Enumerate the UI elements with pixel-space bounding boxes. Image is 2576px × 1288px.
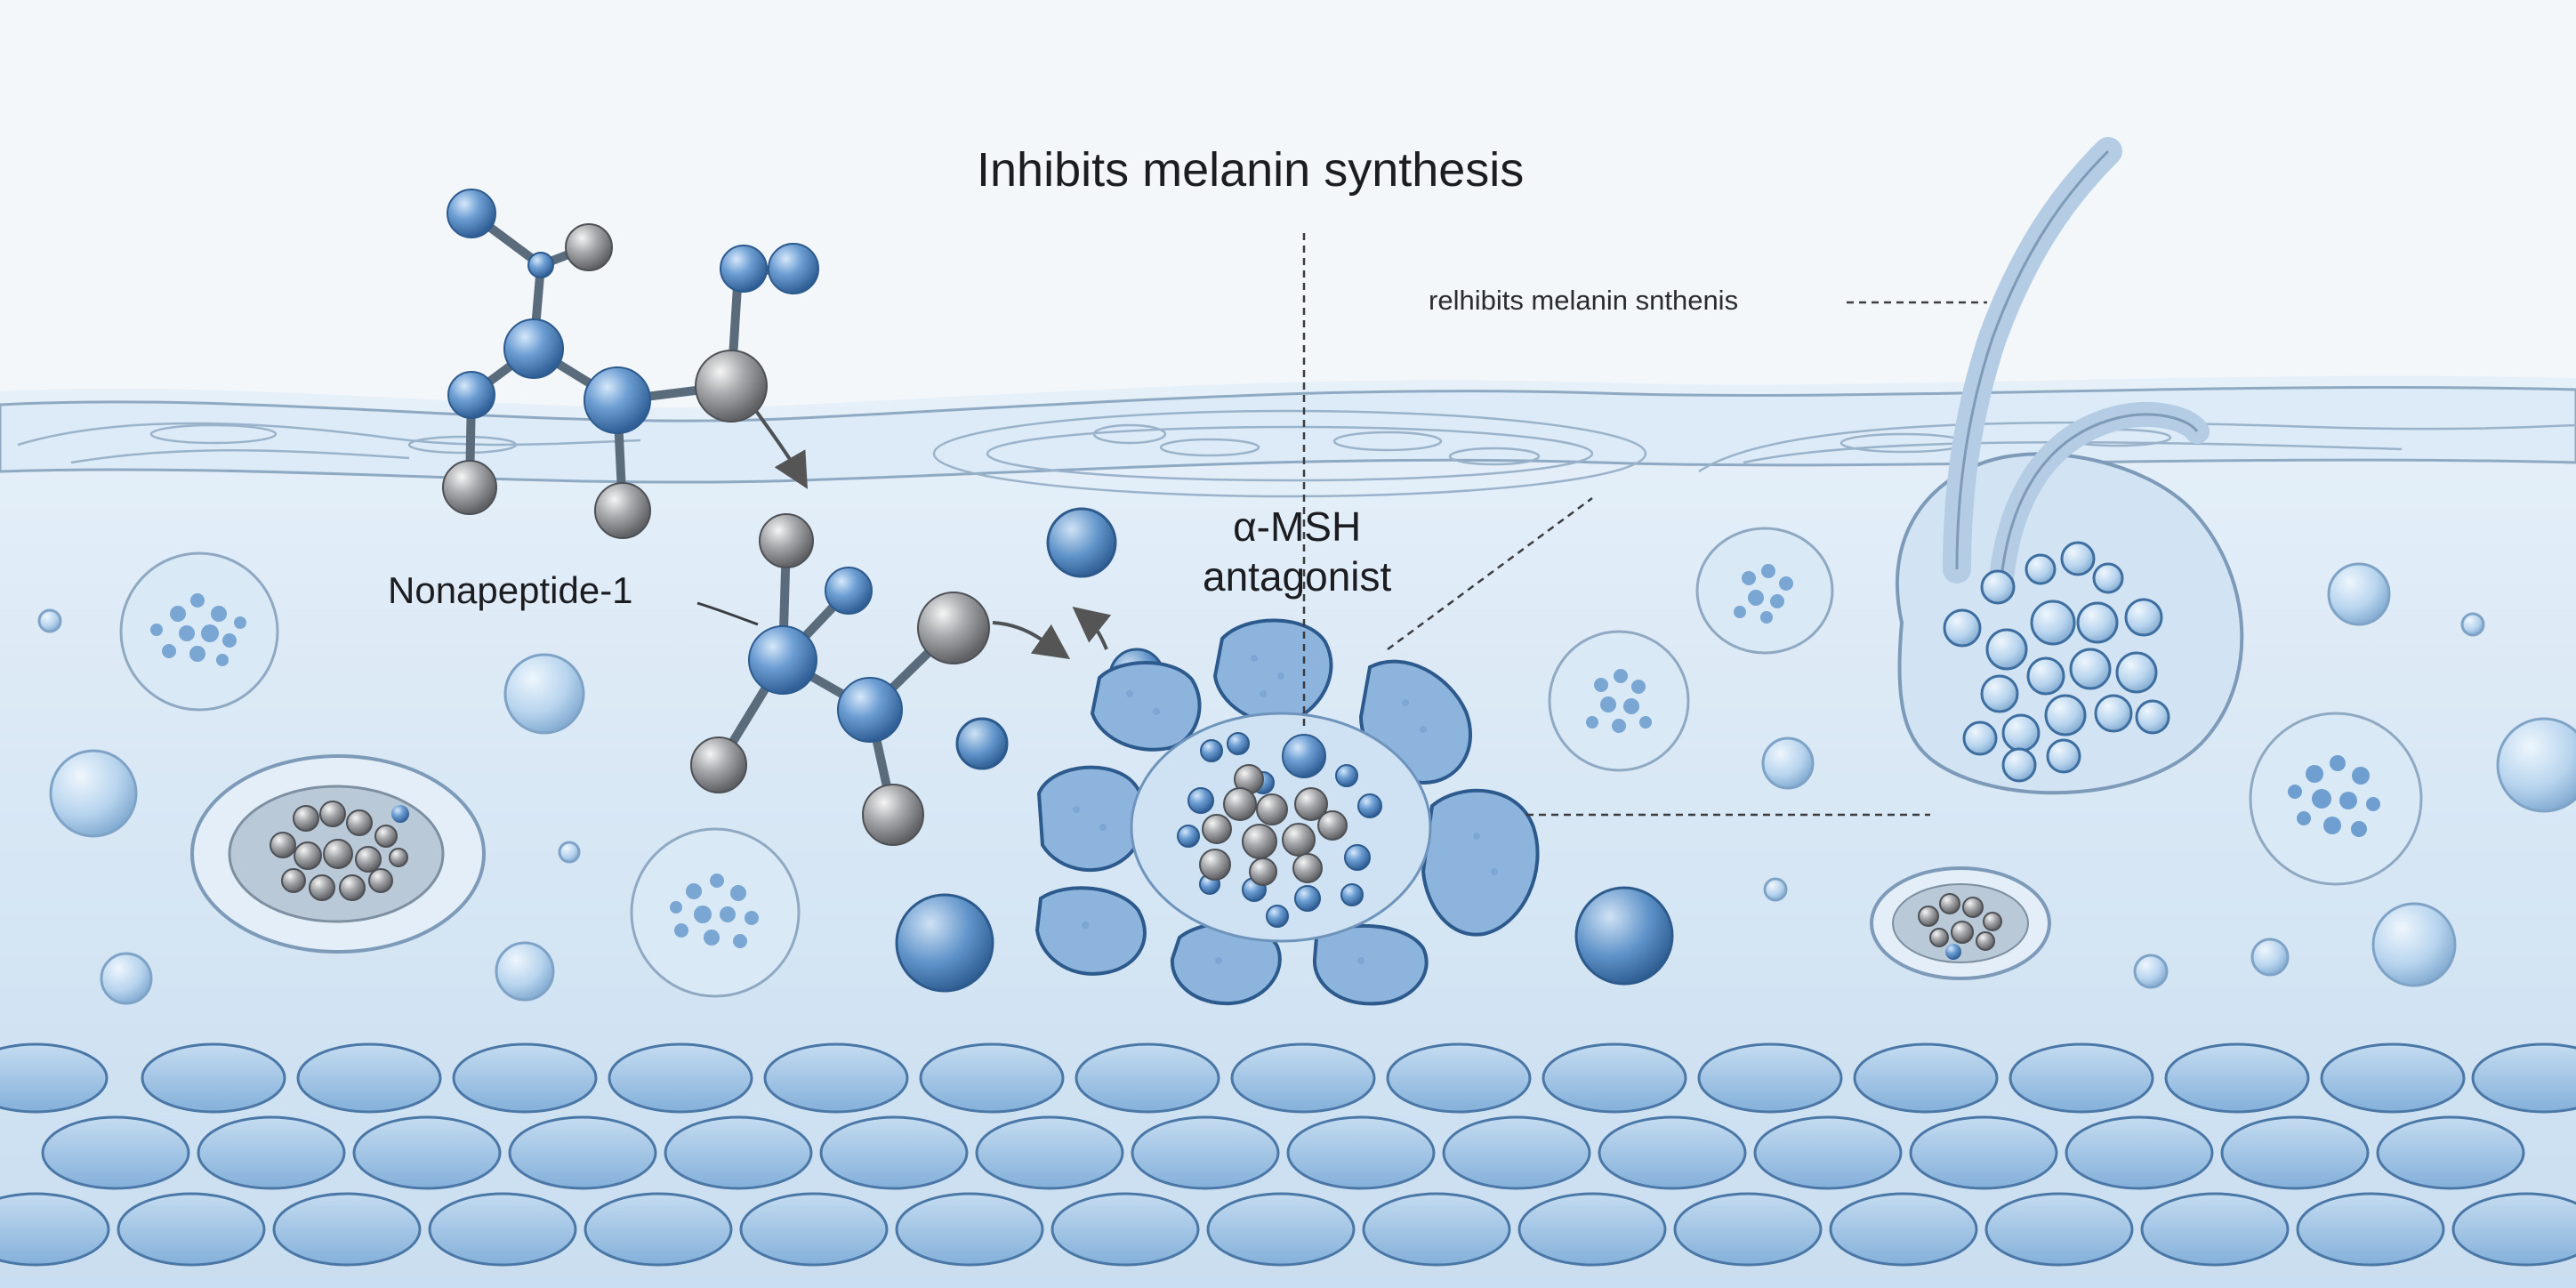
vesicle-bubbles xyxy=(37,562,2576,1005)
receptor-label-line2: antagonist xyxy=(1203,553,1392,600)
granule-cell-upper xyxy=(1695,527,1834,655)
hair-follicle-icon xyxy=(1895,137,2244,795)
title-label: Inhibits melanin synthesis xyxy=(977,143,1525,197)
molecule-atoms-1 xyxy=(442,189,819,539)
basal-cell-rows xyxy=(0,1042,2576,1267)
granule-cell-mid xyxy=(630,827,801,998)
surface-cells xyxy=(17,409,2576,498)
granule-cell-right xyxy=(2249,712,2423,886)
nonapeptide-label: Nonapeptide-1 xyxy=(388,569,633,611)
granule-cell-center-right xyxy=(1548,630,1690,772)
granule-cell-left xyxy=(119,551,279,712)
oval-cell-left xyxy=(190,754,486,954)
receptor-label: α-MSH antagonist xyxy=(1203,502,1391,601)
binding-arrows xyxy=(754,409,1112,660)
molecule-atoms-2 xyxy=(690,513,990,846)
peptide-pointer xyxy=(696,601,759,626)
subnote-label: relhibits melanin snthenis xyxy=(1429,285,1739,316)
receptor-label-line1: α-MSH xyxy=(1233,503,1362,550)
melanocyte-cluster-icon xyxy=(1034,618,1540,1006)
leader-lines xyxy=(1302,233,1987,817)
oval-cell-right xyxy=(1870,866,2051,980)
